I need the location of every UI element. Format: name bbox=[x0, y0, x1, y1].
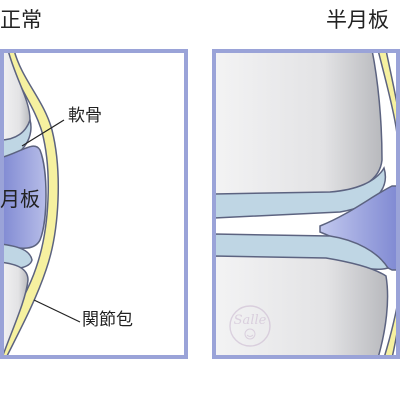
meniscus-knee-panel: Salle bbox=[214, 50, 400, 358]
meniscus-label: 月板 bbox=[0, 187, 40, 211]
joint-capsule-label: 関節包 bbox=[82, 310, 133, 330]
meniscus-title: 半月板 bbox=[326, 8, 389, 32]
femur-right bbox=[214, 50, 383, 197]
smiley-face-icon bbox=[244, 328, 256, 340]
tibia-right bbox=[214, 255, 389, 358]
normal-title: 正常 bbox=[0, 8, 42, 32]
normal-panel-frame bbox=[0, 49, 188, 359]
cartilage-leader-line bbox=[21, 119, 65, 147]
cartilage-label: 軟骨 bbox=[68, 106, 102, 126]
meniscus-panel-frame bbox=[212, 49, 400, 359]
capsule-leader-line bbox=[33, 299, 81, 323]
joint-capsule-left bbox=[0, 50, 59, 358]
normal-knee-panel bbox=[0, 50, 186, 358]
tibia-left bbox=[0, 261, 29, 358]
watermark-text: Salle bbox=[234, 313, 267, 328]
watermark-logo: Salle bbox=[229, 305, 271, 347]
